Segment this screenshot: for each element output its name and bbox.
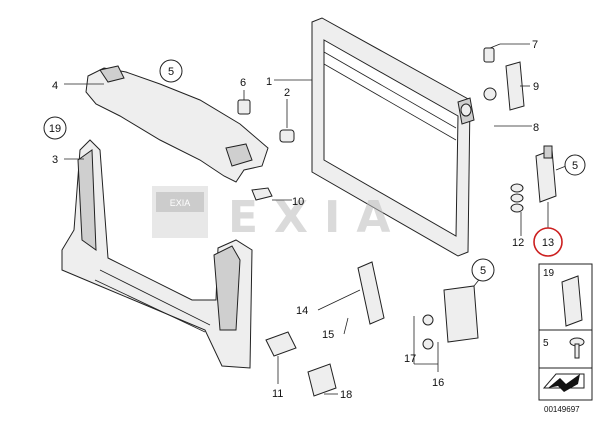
circle-19 — [43, 116, 67, 140]
callout-7: 7 — [532, 39, 538, 51]
circled-callouts: 5 19 5 13 5 — [43, 59, 586, 282]
grommet-part-7 — [483, 47, 495, 63]
callout-2: 2 — [284, 87, 290, 99]
callout-13: 13 — [542, 237, 554, 249]
seals-part-17 — [422, 314, 434, 350]
nut-part-2 — [279, 129, 295, 143]
top-support-bar-part — [85, 65, 269, 183]
circle-13-highlight — [533, 227, 563, 257]
dryer-part-16 — [443, 285, 479, 343]
legend-item-19: 19 — [543, 268, 555, 279]
callout-19: 19 — [49, 123, 61, 135]
callout-8: 8 — [533, 122, 539, 134]
circle-5-top — [159, 59, 183, 83]
callout-18: 18 — [340, 389, 352, 401]
callout-labels: 4 3 1 2 6 10 7 9 8 12 14 15 17 16 11 18 — [52, 39, 539, 401]
callout-6: 6 — [240, 77, 246, 89]
clip-part-6 — [237, 99, 251, 115]
callout-5-top: 5 — [168, 66, 174, 78]
callout-14: 14 — [296, 305, 308, 317]
callout-11: 11 — [272, 388, 283, 400]
callout-1: 1 — [266, 76, 272, 88]
watermark: EXIA EXIA — [152, 186, 406, 243]
callout-5-right: 5 — [572, 160, 578, 172]
holder-part-14 — [357, 261, 385, 325]
callout-9: 9 — [533, 81, 539, 93]
callout-15: 15 — [322, 329, 334, 341]
callout-12: 12 — [512, 237, 524, 249]
expansion-valve-part-13 — [535, 145, 557, 203]
leader-lines — [64, 43, 567, 395]
bracket-part-11 — [265, 331, 297, 357]
bracket-part-10 — [251, 187, 273, 201]
watermark-text: EXIA — [228, 192, 406, 243]
legend-arrow-icon — [542, 373, 585, 392]
mount-part-18 — [307, 363, 337, 397]
o-rings-part-12 — [510, 183, 524, 213]
cap-part-8 — [483, 87, 497, 101]
bracket-part-9 — [505, 61, 525, 111]
callout-10: 10 — [292, 196, 304, 208]
front-carrier-part — [61, 139, 253, 369]
circle-5-right — [564, 154, 586, 176]
callout-3: 3 — [52, 154, 58, 166]
callout-16: 16 — [432, 377, 444, 389]
legend-screw-icon — [569, 337, 585, 359]
legend-bracket-icon — [561, 275, 583, 327]
callout-17: 17 — [404, 353, 416, 365]
callout-4: 4 — [52, 80, 58, 92]
radiator-part — [311, 17, 475, 257]
legend-item-5: 5 — [543, 338, 549, 349]
watermark-logo-text: EXIA — [170, 198, 191, 208]
legend-box: 19 5 — [538, 263, 593, 401]
callout-5-bottom: 5 — [480, 265, 486, 277]
catalog-number: 00149697 — [544, 405, 580, 414]
circle-5-bottom — [471, 258, 495, 282]
